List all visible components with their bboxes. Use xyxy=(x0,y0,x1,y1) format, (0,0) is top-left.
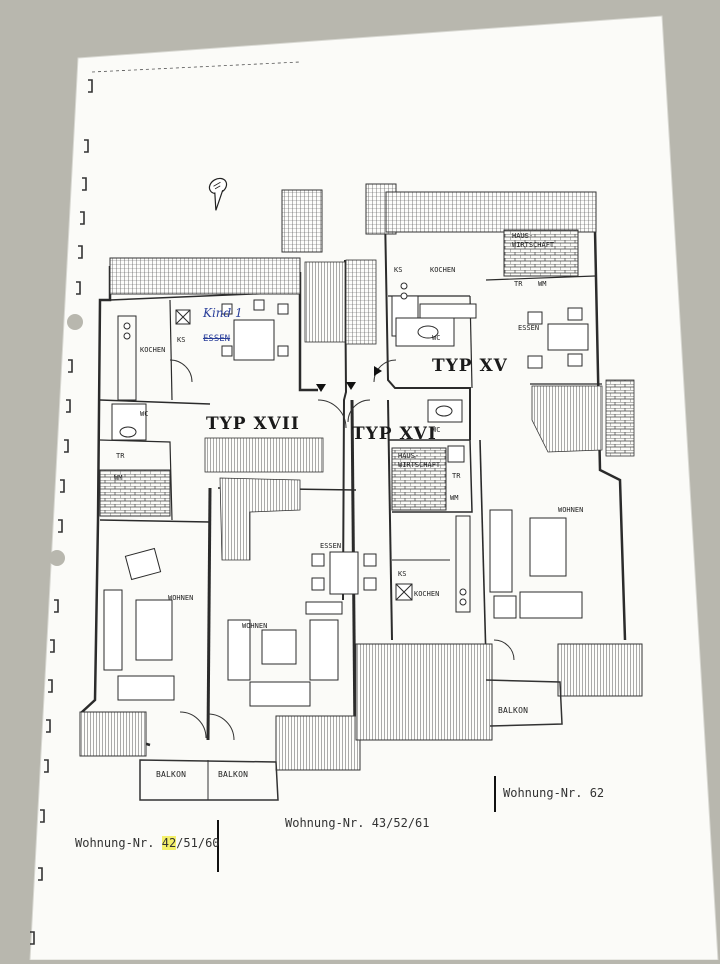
tr-label-xv: TR xyxy=(514,280,523,288)
wm-label-xvi: WM xyxy=(450,494,459,502)
haus-label-xvi: HAUS- xyxy=(398,452,420,460)
typ-xv-title: TYP XV xyxy=(432,356,508,376)
typ-xvi-title: TYP XVI xyxy=(352,424,437,444)
balkon-label-3: BALKON xyxy=(498,706,529,715)
punch-hole xyxy=(49,550,65,566)
ks-label: KS xyxy=(177,336,186,344)
punch-hole xyxy=(67,314,83,330)
ks-label-xv: KS xyxy=(394,266,403,274)
wm-label-xv: WM xyxy=(538,280,547,288)
stairs xyxy=(204,259,635,561)
wirtschaft-label-xv: WIRTSCHAFT xyxy=(512,241,555,249)
pin-sticker-icon xyxy=(208,177,228,211)
balkon-label-1: BALKON xyxy=(156,770,187,779)
wm-label: WM xyxy=(114,474,123,482)
wc-label-xv: WC xyxy=(432,334,441,342)
furniture xyxy=(103,282,589,707)
essen-label-xv: ESSEN xyxy=(518,324,540,332)
tr-label-xvi: TR xyxy=(452,472,461,480)
balconies xyxy=(79,643,643,801)
wohnen-label-left: WOHNEN xyxy=(168,594,194,602)
apartment-number-highlight: 42 xyxy=(161,836,177,850)
balkon-label-2: BALKON xyxy=(218,770,249,779)
apartment-number-rest: /51/60 xyxy=(176,836,220,850)
essen-label-xvii: ESSEN xyxy=(203,334,231,344)
typ-xvii-title: TYP XVII xyxy=(206,414,300,434)
kochen-label-xv: KOCHEN xyxy=(430,266,456,274)
kochen-label-xvi: KOCHEN xyxy=(414,590,440,598)
haus-label-xv: HAUS- xyxy=(512,232,534,240)
tr-label: TR xyxy=(116,452,125,460)
wohnen-label-middle: WOHNEN xyxy=(242,622,268,630)
apartment-number-left: Wohnung-Nr. 42/51/60 xyxy=(75,836,220,850)
wohnen-label-xv: WOHNEN xyxy=(558,506,584,514)
door-swings xyxy=(169,359,515,741)
wc-label-xvi: WC xyxy=(432,426,441,434)
hatched-walls xyxy=(99,183,597,517)
ks-label-xvi: KS xyxy=(398,570,407,578)
essen-label-middle: ESSEN xyxy=(320,542,342,550)
margin-brackets xyxy=(30,79,93,945)
wc-label: WC xyxy=(140,410,149,418)
wirtschaft-label-xvi: WIRTSCHAFT xyxy=(398,461,441,469)
apartment-number-prefix: Wohnung-Nr. xyxy=(75,836,155,850)
handwritten-note: Kind 1 xyxy=(203,306,243,320)
apartment-number-middle: Wohnung-Nr. 43/52/61 xyxy=(285,816,430,830)
apartment-number-right: Wohnung-Nr. 62 xyxy=(503,786,605,800)
kochen-label-xvii: KOCHEN xyxy=(140,346,166,354)
entrance-arrows xyxy=(316,366,382,392)
